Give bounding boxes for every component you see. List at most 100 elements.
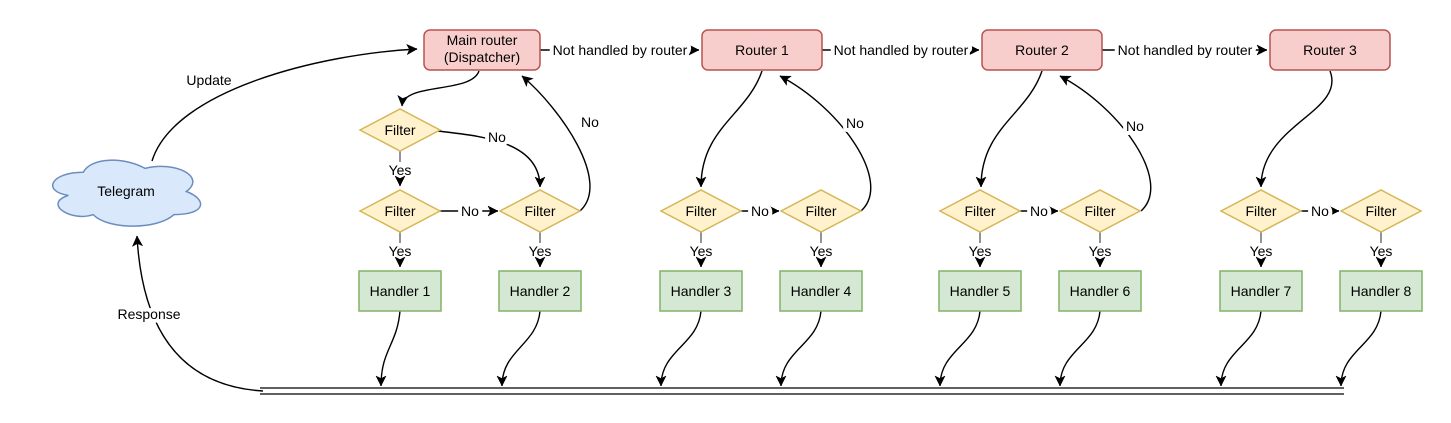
handler6-node: Handler 6 (1058, 270, 1142, 312)
router1-box (701, 29, 823, 71)
filter-label: Filter (805, 203, 836, 219)
handler5-node: Handler 5 (938, 270, 1022, 312)
filter-node-g1a: Filter (358, 189, 442, 233)
handler-label: Handler 7 (1231, 283, 1292, 299)
handler-label: Handler 8 (1351, 283, 1412, 299)
main-router-label-line2: (Dispatcher) (444, 49, 520, 65)
filter-node-g4b: Filter (1339, 189, 1423, 233)
filter-no-down-edge-g1 (437, 130, 540, 187)
no-label-g4-mid: No (1311, 203, 1329, 219)
yes-link-6: Yes (1089, 232, 1112, 267)
handler-box (938, 270, 1022, 312)
yes-link-8: Yes (1370, 232, 1392, 267)
handler-box (779, 270, 863, 312)
dispatcher-to-filter-edge (402, 70, 480, 106)
handler1-drop-edge (381, 310, 401, 386)
filter-diamond (1219, 189, 1303, 233)
handler7-drop-edge (1221, 310, 1262, 386)
yes-link-3: Yes (690, 232, 713, 267)
filter-label: Filter (1084, 203, 1115, 219)
filter-node-g2b: Filter (779, 189, 863, 233)
filter-diamond (1339, 189, 1423, 233)
no-label-g1-return: No (581, 114, 599, 130)
filter-label: Filter (384, 203, 415, 219)
router2-label: Router 2 (1015, 42, 1069, 58)
filter-node-g2a: Filter (659, 189, 743, 233)
yes-label: Yes (389, 162, 412, 178)
handler2-drop-edge (502, 310, 541, 386)
yes-label: Yes (529, 243, 552, 259)
filter-node-g3a: Filter (938, 189, 1022, 233)
telegram-label: Telegram (97, 183, 155, 199)
yes-link-1: Yes (389, 232, 412, 267)
handler4-node: Handler 4 (779, 270, 863, 312)
handler-label: Handler 4 (791, 283, 852, 299)
handler-label: Handler 1 (370, 283, 431, 299)
handler3-node: Handler 3 (659, 270, 743, 312)
response-bus (260, 387, 1344, 395)
handler-box (659, 270, 743, 312)
filter-label: Filter (964, 203, 995, 219)
yes-link-7: Yes (1250, 232, 1273, 267)
handler-box (498, 270, 582, 312)
no-label-g2-mid: No (751, 203, 769, 219)
response-edge (137, 236, 264, 392)
no-label-g2-return: No (846, 115, 864, 131)
yes-label: Yes (1089, 243, 1112, 259)
handler8-node: Handler 8 (1339, 270, 1423, 312)
filter-label: Filter (524, 203, 555, 219)
filter-no-return-edge-g2 (780, 75, 872, 212)
filter-diamond (358, 189, 442, 233)
yes-link-4: Yes (810, 232, 832, 267)
handler2-node: Handler 2 (498, 270, 582, 312)
handler3-drop-edge (661, 310, 702, 386)
router2-box (981, 29, 1103, 71)
yes-link-5: Yes (969, 232, 992, 267)
yes-label: Yes (690, 243, 713, 259)
router2-to-filter-edge (981, 70, 1043, 187)
handler-box (358, 270, 442, 312)
filter-node-g1b: Filter (498, 189, 582, 233)
filter-node-g3b: Filter (1058, 189, 1142, 233)
router1-node: Router 1 (701, 29, 823, 71)
main-router-box (423, 29, 541, 71)
router1-label: Router 1 (735, 42, 789, 58)
router3-to-filter-edge (1261, 70, 1333, 187)
filter-diamond (779, 189, 863, 233)
router3-box (1269, 29, 1391, 71)
router3-node: Router 3 (1269, 29, 1391, 71)
filter-diamond (1058, 189, 1142, 233)
handler7-node: Handler 7 (1219, 270, 1303, 312)
filter-label: Filter (384, 122, 415, 138)
filter-diamond (938, 189, 1022, 233)
filter-no-return-edge-g1 (521, 75, 591, 212)
response-label: Response (117, 306, 180, 322)
router3-label: Router 3 (1303, 42, 1357, 58)
filter-diamond (358, 108, 442, 152)
no-label-g1-mid: No (461, 203, 479, 219)
yes-label: Yes (969, 243, 992, 259)
not-handled-label-1: Not handled by router (553, 42, 688, 58)
filter-diamond (659, 189, 743, 233)
handler-label: Handler 3 (671, 283, 732, 299)
telegram-cloud-node: Telegram (52, 159, 202, 227)
not-handled-label-2: Not handled by router (834, 42, 969, 58)
yes-label: Yes (389, 243, 412, 259)
handler-label: Handler 6 (1070, 283, 1131, 299)
filter-diamond (498, 189, 582, 233)
handler1-node: Handler 1 (358, 270, 442, 312)
router2-node: Router 2 (981, 29, 1103, 71)
yes-link-2: Yes (529, 232, 552, 267)
handler-box (1339, 270, 1423, 312)
handler-label: Handler 2 (510, 283, 571, 299)
yes-link-upper: Yes (389, 151, 412, 186)
filter-label: Filter (1245, 203, 1276, 219)
update-label: Update (186, 72, 231, 88)
no-label-g1-down: No (488, 129, 506, 145)
yes-label: Yes (1250, 243, 1273, 259)
filter-node-g4a: Filter (1219, 189, 1303, 233)
no-label-g3-mid: No (1030, 203, 1048, 219)
main-router-label-line1: Main router (447, 32, 518, 48)
